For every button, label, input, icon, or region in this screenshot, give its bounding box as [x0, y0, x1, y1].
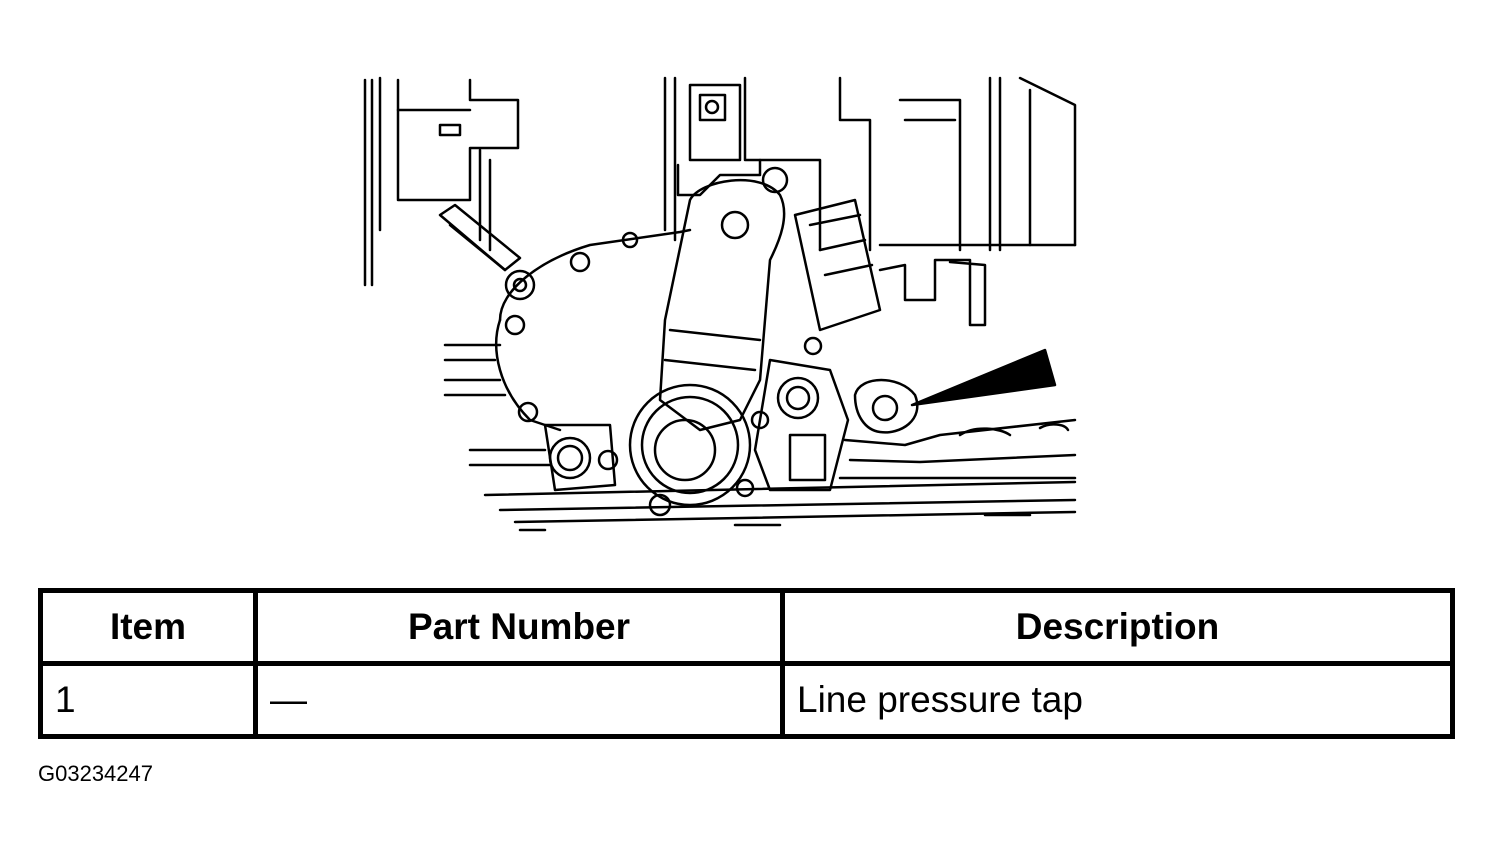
transmission-line-pressure-tap-illustration [363, 76, 1077, 532]
case-body [443, 228, 692, 432]
header-part-number: Part Number [253, 588, 785, 666]
parts-table: Item Part Number Description 1 — Line pr… [38, 588, 1455, 739]
table-row: 1 — Line pressure tap [38, 661, 1455, 739]
line-pressure-tap-arrow-icon [910, 348, 1057, 407]
figure-id: G03234247 [38, 761, 153, 786]
table-header-row: Item Part Number Description [38, 588, 1455, 666]
connector [793, 198, 987, 332]
oil-pan [468, 418, 1077, 532]
sensor-plate [735, 336, 850, 498]
manual-lever [658, 179, 786, 432]
line-pressure-tap-plug [853, 378, 919, 434]
transmission-housing [363, 76, 1077, 287]
cell-description: Line pressure tap [780, 661, 1455, 739]
stud [438, 203, 536, 301]
cell-item: 1 [38, 661, 258, 739]
cell-part-number: — [253, 661, 785, 739]
header-description: Description [780, 588, 1455, 666]
left-mounting-bolt [543, 423, 619, 492]
top-valve-body [676, 83, 789, 197]
selector-shaft [628, 383, 752, 517]
header-item: Item [38, 588, 258, 666]
